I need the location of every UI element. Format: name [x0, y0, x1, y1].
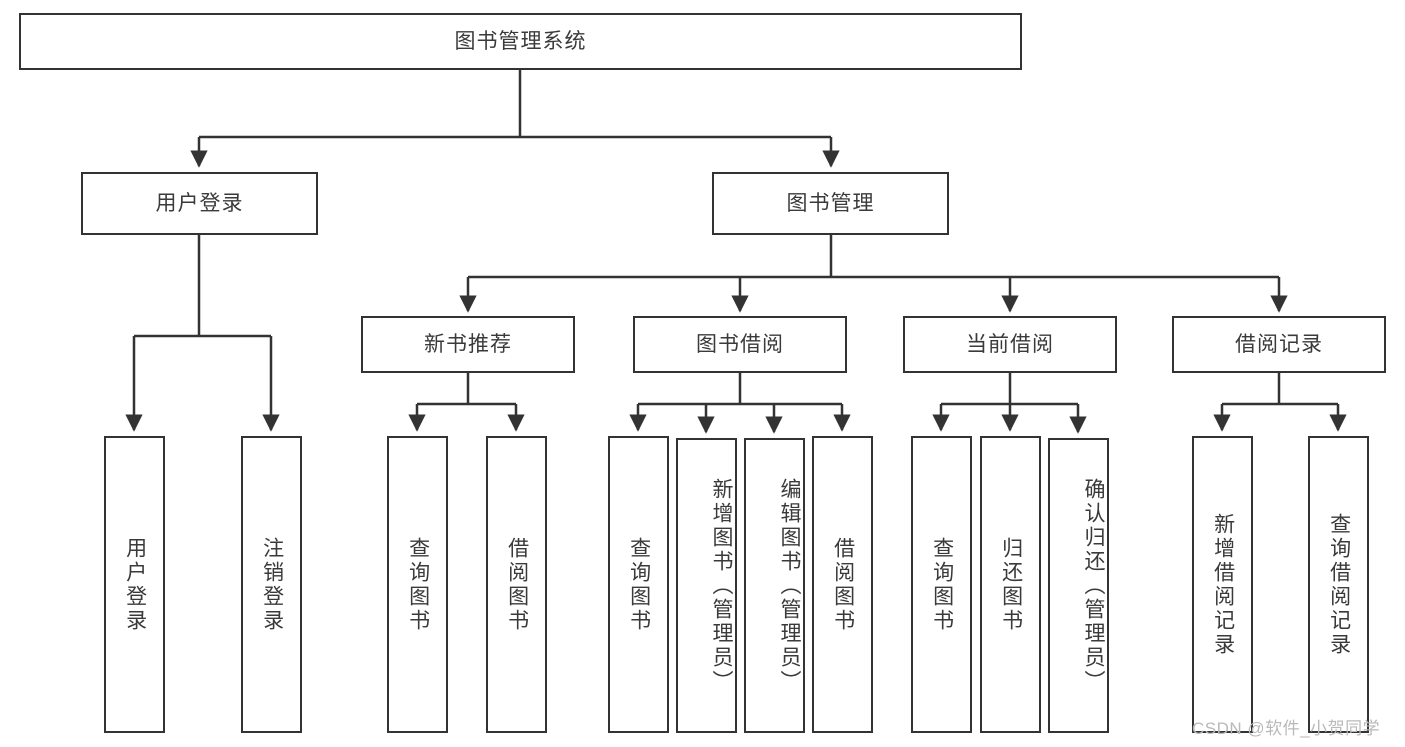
leaf-borrow-books[interactable]: 借阅图书 — [812, 436, 873, 733]
leaf-confirm-return-admin[interactable]: 确认归还（管理员） — [1048, 438, 1109, 733]
leaf-query-borrow-record[interactable]: 查询借阅记录 — [1308, 436, 1369, 733]
node-current-borrowing[interactable]: 当前借阅 — [903, 316, 1117, 373]
leaf-user-login[interactable]: 用户登录 — [104, 436, 165, 733]
node-book-management-system[interactable]: 图书管理系统 — [19, 13, 1022, 70]
leaf-query-books-current[interactable]: 查询图书 — [911, 436, 972, 733]
leaf-query-books-newbook[interactable]: 查询图书 — [387, 436, 448, 733]
node-book-borrowing[interactable]: 图书借阅 — [633, 316, 847, 373]
node-user-login[interactable]: 用户登录 — [81, 172, 318, 235]
leaf-add-borrow-record[interactable]: 新增借阅记录 — [1192, 436, 1253, 733]
leaf-add-book-admin[interactable]: 新增图书（管理员） — [676, 438, 737, 733]
leaf-query-books-borrow[interactable]: 查询图书 — [608, 436, 669, 733]
leaf-logout[interactable]: 注销登录 — [241, 436, 302, 733]
node-book-management[interactable]: 图书管理 — [712, 172, 949, 235]
csdn-watermark: CSDN @软件_小贺同学 — [1192, 719, 1381, 738]
node-new-book-recommendation[interactable]: 新书推荐 — [361, 316, 575, 373]
leaf-borrow-books-newbook[interactable]: 借阅图书 — [486, 436, 547, 733]
leaf-return-books[interactable]: 归还图书 — [980, 436, 1041, 733]
node-borrowing-records[interactable]: 借阅记录 — [1172, 316, 1386, 373]
leaf-edit-book-admin[interactable]: 编辑图书（管理员） — [744, 438, 805, 733]
